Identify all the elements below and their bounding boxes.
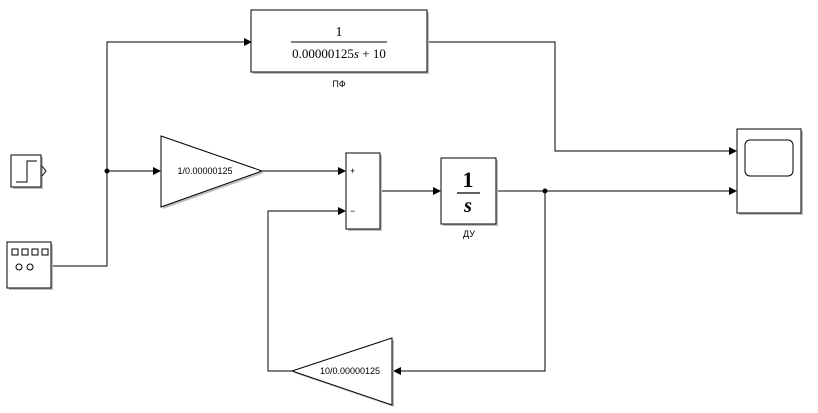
transfer-fcn-block[interactable]: 1 0.00000125s + 10	[250, 9, 429, 74]
forward-gain-value: 1/0.00000125	[177, 166, 232, 176]
sum-minus-sign: −	[350, 206, 355, 216]
line-transfer-fcn-to-scope[interactable]	[427, 41, 729, 152]
signal-lines	[52, 38, 737, 375]
step-block[interactable]	[10, 154, 47, 189]
scope-block[interactable]	[736, 128, 803, 215]
sum-plus-sign: +	[350, 166, 355, 176]
branch-point-source	[104, 168, 110, 174]
feedback-gain-value: 10/0.00000125	[320, 366, 380, 376]
arrow-into-transfer-fcn	[244, 38, 252, 46]
signal-builder-icon	[11, 248, 49, 271]
step-icon	[16, 160, 37, 183]
arrow-into-feedback-gain	[393, 367, 401, 375]
feedback-gain-block[interactable]: 10/0.00000125	[290, 337, 394, 407]
integrator-block[interactable]: 1 s	[440, 157, 498, 226]
line-feedback-to-sum-minus[interactable]	[267, 210, 339, 372]
arrow-into-sum-plus	[338, 167, 346, 175]
line-source-to-trunk[interactable]	[52, 41, 244, 267]
step-output-port	[41, 165, 47, 177]
arrow-into-forward-gain	[153, 167, 161, 175]
scope-icon	[744, 139, 794, 177]
arrow-into-integrator	[433, 187, 441, 195]
transfer-fcn-denominator: 0.00000125s + 10	[292, 46, 386, 61]
transfer-fcn-name[interactable]: ПФ	[332, 79, 345, 89]
arrow-into-sum-minus	[338, 207, 346, 215]
line-feedback-down[interactable]	[400, 191, 546, 372]
integrator-name[interactable]: ДУ	[463, 229, 475, 239]
forward-gain-block[interactable]: 1/0.00000125	[160, 135, 264, 209]
transfer-fcn-numerator: 1	[336, 25, 343, 40]
sum-block[interactable]: + −	[345, 152, 382, 231]
arrow-into-scope-lower	[729, 187, 737, 195]
integrator-variable: s	[463, 195, 472, 217]
arrow-into-scope-upper	[729, 147, 737, 155]
signal-builder-block[interactable]	[6, 241, 53, 290]
integrator-numerator: 1	[463, 167, 474, 192]
